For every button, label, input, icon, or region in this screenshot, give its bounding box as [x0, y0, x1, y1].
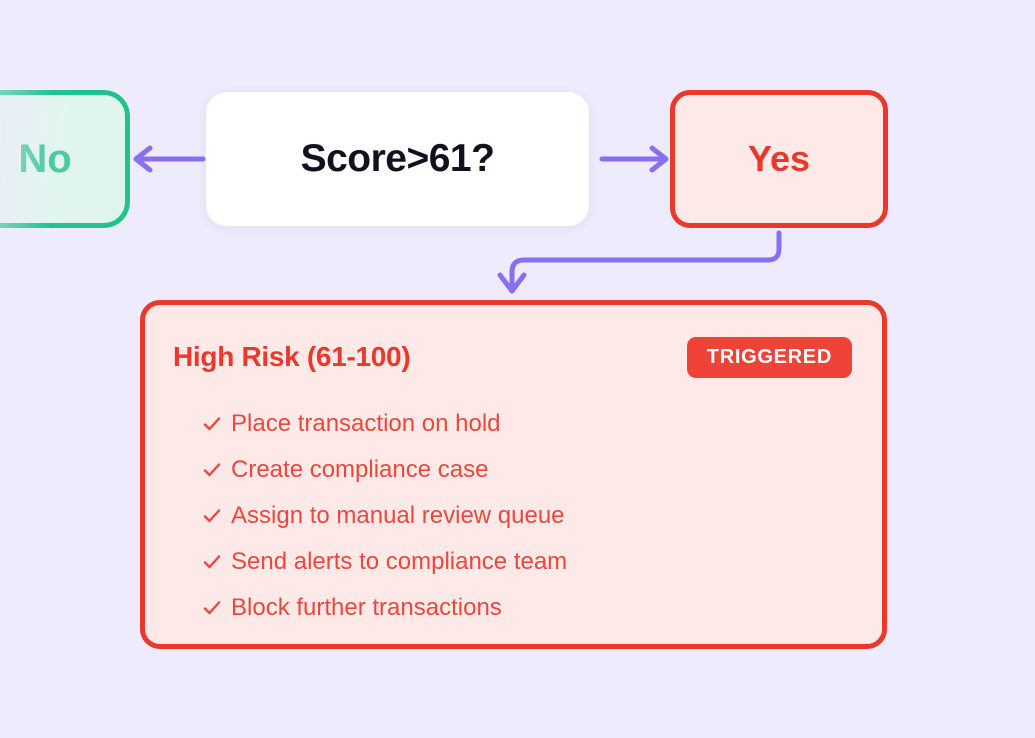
status-badge: TRIGGERED: [686, 337, 852, 378]
action-label: Block further transactions: [231, 594, 502, 621]
list-item: Create compliance case: [173, 447, 852, 493]
action-label: Send alerts to compliance team: [231, 548, 568, 575]
arrow-decision-to-yes-icon: [599, 145, 669, 173]
outcome-title: High Risk (61-100): [173, 341, 411, 372]
list-item: Place transaction on hold: [173, 401, 852, 447]
check-icon: [201, 413, 223, 435]
branch-yes-node[interactable]: Yes: [670, 90, 888, 228]
list-item: Send alerts to compliance team: [173, 539, 852, 585]
list-item: Block further transactions: [173, 585, 852, 631]
branch-no-node[interactable]: No: [0, 90, 130, 228]
action-label: Create compliance case: [231, 456, 489, 483]
high-risk-outcome-card[interactable]: High Risk (61-100) TRIGGERED Place trans…: [140, 300, 887, 649]
outcome-card-header: High Risk (61-100) TRIGGERED: [173, 333, 852, 391]
decision-node[interactable]: Score>61?: [205, 91, 590, 227]
check-icon: [201, 597, 223, 619]
check-icon: [201, 505, 223, 527]
action-label: Assign to manual review queue: [231, 502, 565, 529]
arrow-yes-to-outcome-icon: [497, 230, 782, 294]
decision-label: Score>61?: [300, 137, 495, 180]
outcome-action-list: Place transaction on hold Create complia…: [173, 401, 852, 631]
arrow-decision-to-no-icon: [133, 145, 206, 173]
check-icon: [201, 459, 223, 481]
action-label: Place transaction on hold: [231, 410, 501, 437]
branch-no-label: No: [18, 136, 72, 181]
list-item: Assign to manual review queue: [173, 493, 852, 539]
check-icon: [201, 551, 223, 573]
branch-yes-label: Yes: [747, 138, 811, 179]
